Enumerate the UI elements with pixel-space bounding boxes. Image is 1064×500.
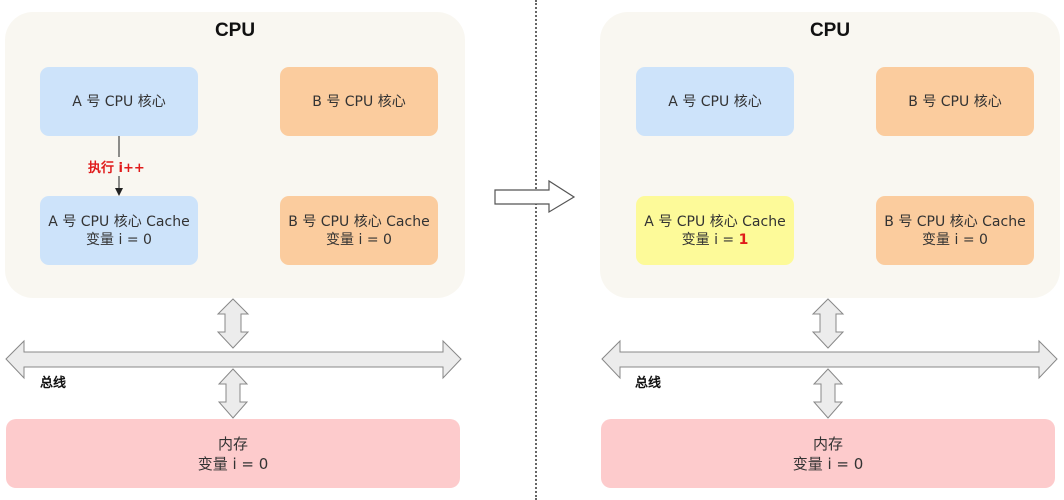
panel-before: CPU A 号 CPU 核心 B 号 CPU 核心 执行 i++ A 号 CPU… (0, 0, 470, 500)
cache-a-title: A 号 CPU 核心 Cache (644, 213, 786, 230)
bus-label: 总线 (635, 376, 662, 391)
core-b: B 号 CPU 核心 (280, 67, 438, 136)
core-b: B 号 CPU 核心 (876, 67, 1034, 136)
cache-b-var-prefix: 变量 i = (326, 231, 384, 248)
bus-memory-double-arrow-icon (812, 368, 844, 419)
memory: 内存 变量 i = 0 (601, 419, 1055, 488)
cache-b-title: B 号 CPU 核心 Cache (884, 213, 1026, 230)
memory-var: 变量 i = 0 (197, 454, 269, 473)
cache-b-var-value: 0 (383, 231, 392, 248)
core-a: A 号 CPU 核心 (636, 67, 794, 136)
memory-title: 内存 (812, 434, 843, 453)
cache-b-var-value: 0 (979, 231, 988, 248)
cpu-bus-double-arrow-icon (811, 298, 845, 349)
cache-a-var: 变量 i = 0 (86, 231, 152, 249)
cache-a-var-prefix: 变量 i = (681, 231, 739, 248)
bus-label: 总线 (40, 376, 67, 391)
core-a-label: A 号 CPU 核心 (668, 93, 762, 110)
cache-a: A 号 CPU 核心 Cache 变量 i = 1 (636, 196, 794, 265)
memory-title: 内存 (217, 434, 248, 453)
cache-a-var: 变量 i = 1 (682, 231, 749, 249)
core-a: A 号 CPU 核心 (40, 67, 198, 136)
cache-b-title: B 号 CPU 核心 Cache (288, 213, 430, 230)
cache-a-title: A 号 CPU 核心 Cache (48, 213, 190, 230)
bus-memory-double-arrow-icon (217, 368, 249, 419)
cache-a: A 号 CPU 核心 Cache 变量 i = 0 (40, 196, 198, 265)
cache-a-var-value: 1 (738, 231, 749, 248)
memory-var: 变量 i = 0 (792, 454, 864, 473)
transition-arrow-icon (494, 179, 576, 214)
panel-divider (535, 0, 537, 500)
cpu-title: CPU (809, 20, 851, 41)
cache-a-var-value: 0 (143, 231, 152, 248)
panel-after: CPU A 号 CPU 核心 B 号 CPU 核心 A 号 CPU 核心 Cac… (595, 0, 1064, 500)
bus-arrow-icon (601, 339, 1058, 380)
cache-b: B 号 CPU 核心 Cache 变量 i = 0 (280, 196, 438, 265)
cache-b: B 号 CPU 核心 Cache 变量 i = 0 (876, 196, 1034, 265)
cache-b-var: 变量 i = 0 (922, 231, 988, 249)
core-b-label: B 号 CPU 核心 (312, 93, 406, 110)
cache-b-var-prefix: 变量 i = (922, 231, 980, 248)
cpu-title: CPU (214, 20, 256, 41)
cache-a-var-prefix: 变量 i = (86, 231, 144, 248)
memory: 内存 变量 i = 0 (6, 419, 460, 488)
core-a-label: A 号 CPU 核心 (72, 93, 166, 110)
bus-arrow-icon (5, 339, 462, 380)
cpu-bus-double-arrow-icon (216, 298, 250, 349)
cache-b-var: 变量 i = 0 (326, 231, 392, 249)
core-b-label: B 号 CPU 核心 (908, 93, 1002, 110)
exec-label: 执行 i++ (86, 157, 147, 176)
